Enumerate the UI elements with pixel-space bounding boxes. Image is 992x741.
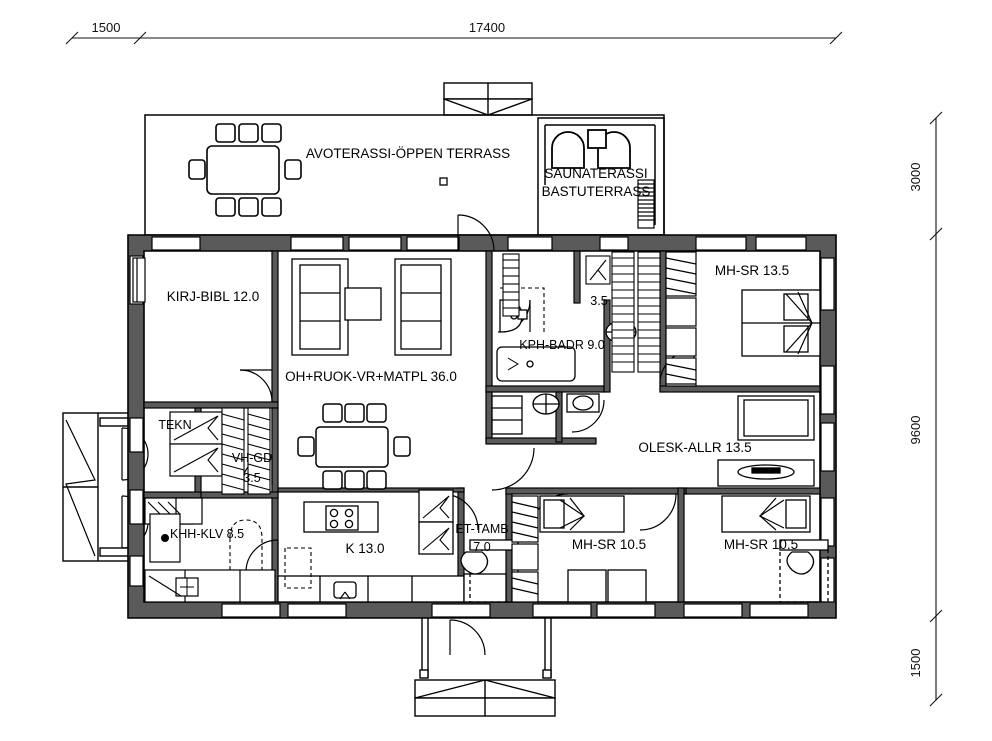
room-label-technical: TEKN: [158, 418, 191, 432]
dimension-line-top: [65, 31, 843, 45]
hall-wardrobe-hatch: [221, 407, 271, 495]
corridor-wardrobes: [665, 251, 697, 387]
terrace-post: [439, 177, 448, 186]
sauna-terrace-label-1: SAUNATERASSI: [544, 166, 647, 181]
room-label-hall-gd: VH-GD: [232, 451, 272, 465]
library-fittings: [132, 257, 146, 303]
sauna-terrace-stairs: [637, 179, 655, 229]
entry-canopy-bottom: [414, 618, 556, 717]
room-label-bedroom-2: MH-SR 10.5: [572, 537, 646, 552]
dim-right-1500: 1500: [908, 649, 923, 678]
dim-top-17400: 17400: [469, 20, 505, 35]
master-bedroom-furniture: [741, 289, 821, 357]
open-terrace-label: AVOTERASSI-ÖPPEN TERRASS: [306, 146, 510, 161]
room-label-kitchen: K 13.0: [345, 541, 384, 556]
entry-closets: [418, 489, 507, 603]
utility-hatch-row: [147, 501, 181, 515]
bedroom-2-furniture: [460, 495, 647, 603]
room-label-living-dining: OH+RUOK-VR+MATPL 36.0: [285, 369, 457, 384]
dim-right-9600: 9600: [908, 416, 923, 445]
dim-right-3000: 3000: [908, 163, 923, 192]
building-walls: [127, 234, 837, 619]
bedroom-3-furniture: [721, 495, 829, 603]
room-label-bedroom-master: MH-SR 13.5: [715, 263, 789, 278]
windows: [129, 236, 835, 618]
indoor-dining-set: [297, 403, 411, 490]
room-label-entry-area: 7.0: [473, 540, 490, 554]
living-room-furniture: [291, 258, 452, 356]
dimension-line-right: [929, 111, 943, 707]
entry-door-swing-bottom: [449, 619, 486, 656]
room-label-hall-gd-area: 3.5: [243, 471, 260, 485]
room-label-library: KIRJ-BIBL 12.0: [167, 289, 260, 304]
sauna-benches: [502, 251, 661, 373]
room-label-bedroom-3: MH-SR 10.5: [724, 537, 798, 552]
kitchen-fittings: [277, 501, 465, 603]
dim-top-1500: 1500: [92, 20, 121, 35]
bedroom-2-wardrobes: [511, 495, 539, 603]
left-porch: [62, 412, 133, 562]
room-label-lounge: OLESK-ALLR 13.5: [638, 440, 751, 455]
technical-utility-fittings: [144, 411, 312, 603]
room-label-utility: KHH-KLV 8.5: [170, 527, 244, 541]
sauna-terrace-furniture: [551, 129, 631, 169]
room-label-entry: ET-TAMB: [455, 522, 508, 536]
lounge-furniture: [717, 395, 815, 487]
room-label-bathroom: KPH-BADR 9.0: [519, 338, 604, 352]
outdoor-dining-set: [188, 123, 302, 217]
room-label-sauna: 3.5: [590, 294, 607, 308]
terrace-steps-top: [443, 82, 533, 116]
sauna-terrace-label-2: BASTUTERRASS: [542, 184, 651, 199]
